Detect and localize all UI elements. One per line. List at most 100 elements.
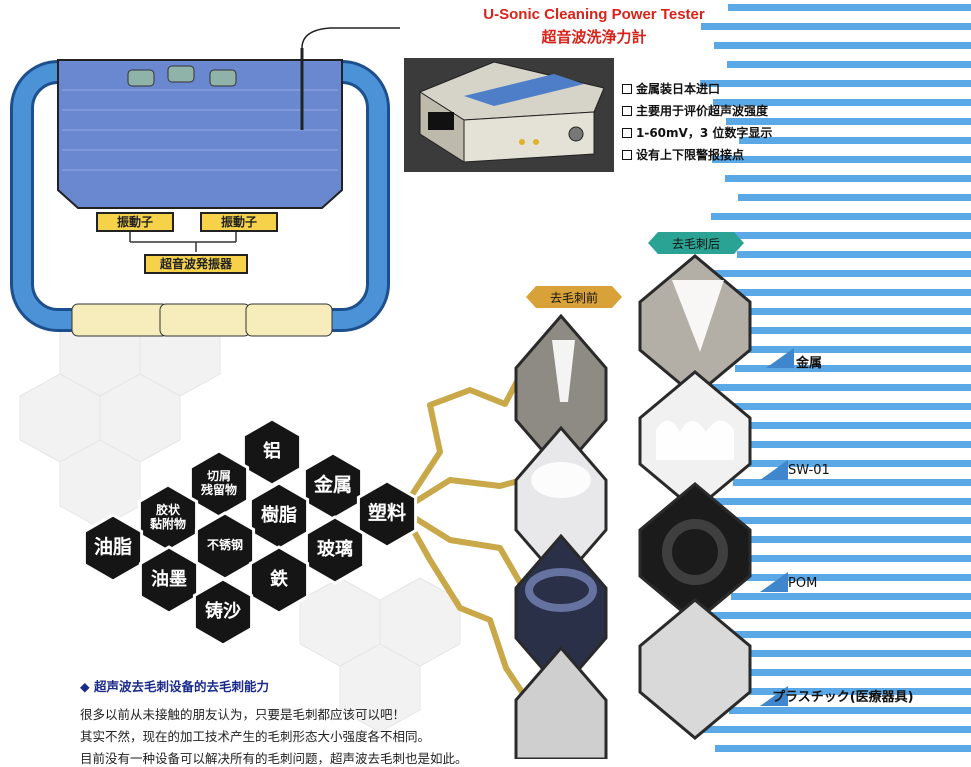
- stripe: [726, 118, 971, 125]
- hex-cluster: [82, 417, 418, 647]
- stripe: [722, 346, 971, 353]
- stripe: [724, 232, 971, 239]
- black-hex: [192, 577, 254, 647]
- stripe: [730, 650, 971, 657]
- probe-cable: [301, 27, 400, 49]
- tester-title-cn: 超音波洗浄力計: [541, 28, 647, 46]
- ultrasonic-tank-diagram: [10, 27, 400, 337]
- label-triangle: [760, 572, 788, 592]
- stripe: [712, 156, 971, 163]
- vibrator-label-1: 振動子: [96, 212, 174, 232]
- hex-chips: 切屑 残留物: [200, 469, 237, 497]
- hex-ink: 油墨: [151, 568, 187, 590]
- black-hex: [356, 479, 418, 549]
- device-stripe: [464, 74, 584, 106]
- stripe: [718, 574, 971, 581]
- stripe: [737, 251, 971, 258]
- stripe: [713, 99, 971, 106]
- tester-title-en: U-Sonic Cleaning Power Tester: [483, 6, 705, 23]
- stripe: [731, 593, 971, 600]
- stripe: [703, 669, 971, 676]
- stripe: [700, 80, 971, 87]
- stripe: [739, 137, 971, 144]
- photo-after-pom: [638, 482, 752, 624]
- tester-device-photo: [404, 58, 614, 172]
- generator-label: 超音波発振器: [144, 254, 248, 274]
- paragraph-line: 很多以前从未接触的朋友认为，只要是毛刺都应该可以吧！: [80, 707, 406, 722]
- stripe: [702, 726, 971, 733]
- material-sw01: SW-01: [788, 463, 830, 478]
- stripe: [723, 289, 971, 296]
- photo-before-sw01: [514, 425, 608, 585]
- hex-metal: 金属: [313, 474, 352, 497]
- spec-item: 金属装日本进口: [622, 80, 720, 97]
- stripe: [708, 384, 971, 391]
- hex-stainless: 不锈钢: [206, 538, 243, 553]
- photo-after-plastic: [638, 598, 752, 740]
- hex-resin: 樹脂: [261, 504, 297, 526]
- paragraph-line: 目前没有一种设备可以解决所有的毛刺问题，超声波去毛刺也是如此。: [80, 751, 468, 766]
- stripe: [714, 42, 971, 49]
- material-pom: POM: [788, 576, 818, 591]
- material-plastic-medical: プラスチック(医療器具): [772, 690, 914, 705]
- stripe: [707, 441, 971, 448]
- black-hex: [138, 545, 200, 615]
- stripe: [734, 422, 971, 429]
- stripe: [725, 175, 971, 182]
- stripe: [709, 327, 971, 334]
- stripe: [705, 555, 971, 562]
- stripe: [719, 517, 971, 524]
- stripe: [727, 61, 971, 68]
- tank-waves: [62, 89, 338, 171]
- hex-glue: 胶状 黏附物: [149, 503, 186, 531]
- hex-aluminum: 铝: [263, 440, 281, 462]
- hex-glass: 玻璃: [317, 538, 353, 560]
- tag-after-label: 去毛刺后: [671, 237, 720, 251]
- label-triangle: [766, 348, 794, 368]
- stripe: [732, 536, 971, 543]
- hex-iron: 鉄: [270, 568, 288, 590]
- stripe: [717, 631, 971, 638]
- device-front: [463, 111, 595, 163]
- stripe: [701, 23, 971, 30]
- hex-sand: 铸沙: [205, 600, 241, 622]
- material-metal: 金属: [796, 356, 823, 371]
- checkbox-icon: [622, 84, 632, 94]
- stripe: [711, 213, 971, 220]
- hex-grease: 油脂: [93, 536, 132, 559]
- workpieces: [127, 65, 237, 87]
- label-triangle: [760, 686, 788, 706]
- vibrator-label-2: 振動子: [200, 212, 278, 232]
- tag-before: [526, 286, 622, 308]
- checkbox-icon: [622, 128, 632, 138]
- stripe: [716, 688, 971, 695]
- stripe: [710, 270, 971, 277]
- stripe: [729, 707, 971, 714]
- stripe: [721, 403, 971, 410]
- stripe: [720, 460, 971, 467]
- section-title: ◆ 超声波去毛刺设备的去毛刺能力: [80, 679, 269, 694]
- spec-item: 1-60mV，3 位数字显示: [622, 124, 772, 141]
- gold-connectors: [399, 370, 525, 694]
- spec-item: 设有上下限警报接点: [622, 146, 744, 163]
- stripe: [733, 479, 971, 486]
- tag-before-label: 去毛刺前: [549, 291, 598, 305]
- label-triangle: [760, 460, 788, 480]
- stripe: [738, 194, 971, 201]
- stripe: [706, 498, 971, 505]
- tank: [57, 59, 343, 209]
- black-hex: [248, 545, 310, 615]
- checkbox-icon: [622, 106, 632, 116]
- filter-3: [245, 303, 333, 337]
- wiring: [129, 232, 237, 252]
- stripe: [735, 365, 971, 372]
- checkbox-icon: [622, 150, 632, 160]
- hex-plastic: 塑料: [367, 502, 406, 525]
- stripe: [704, 612, 971, 619]
- stripe: [728, 4, 971, 11]
- connector-icon: [568, 126, 584, 142]
- stripe-lines: [700, 4, 971, 752]
- photo-details: [525, 280, 734, 612]
